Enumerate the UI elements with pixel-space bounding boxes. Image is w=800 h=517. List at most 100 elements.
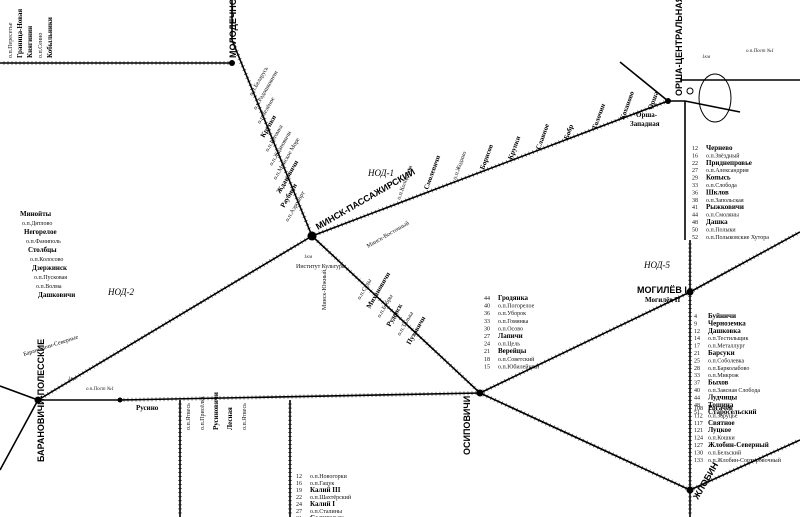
station-tick: [562, 138, 565, 143]
station-name: о.п.Кошки: [708, 436, 735, 442]
station-name: о.п.Пусковая: [34, 275, 67, 281]
station-km: 48: [692, 220, 698, 226]
station-tick: [288, 182, 293, 185]
station-tick: [659, 304, 663, 308]
station-tick: [532, 150, 535, 155]
station-tick: [626, 459, 629, 463]
station-tick: [333, 225, 336, 230]
station-tick: [297, 204, 302, 207]
station-tick: [126, 344, 130, 348]
station-tick: [64, 381, 67, 386]
station-name: о.п.Микрож: [708, 373, 740, 379]
station-tick: [758, 456, 761, 461]
hub-dot-rusino: [117, 397, 123, 403]
station-name: Тощица: [708, 401, 734, 409]
station-tick: [509, 158, 512, 163]
station-km: 50: [692, 227, 698, 233]
station-km: 29: [692, 176, 698, 182]
station-name: о.п.Гацук: [310, 481, 334, 487]
station-name: о.п.Уборок: [498, 310, 526, 317]
station-tick: [558, 140, 561, 145]
station-tick: [498, 162, 501, 167]
station-tick: [607, 450, 611, 455]
station-name: о.п.Металлург: [708, 344, 746, 350]
station-tick: [749, 257, 752, 261]
station-tick: [269, 259, 272, 263]
station-tick: [618, 455, 622, 460]
station-tick: [466, 380, 470, 384]
station-km: 12: [296, 474, 302, 480]
station-tick: [751, 459, 754, 464]
station-tick: [472, 385, 476, 390]
hub-label-mogilev2: Могилёв II: [645, 296, 681, 304]
station-name: о.п.Присёлка: [200, 396, 206, 430]
station-tick: [530, 414, 533, 419]
station-tick: [677, 482, 681, 487]
station-name: о.п.Гомянка: [498, 319, 529, 325]
hub-dot-osipovichi: [476, 389, 484, 397]
station-tick: [593, 443, 596, 448]
station-tick: [663, 302, 666, 307]
station-tick: [241, 275, 244, 280]
station-tick: [554, 141, 557, 146]
station-tick: [599, 124, 602, 129]
station-name: о.п.Сенно: [38, 33, 44, 58]
station-tick: [158, 325, 161, 330]
station-tick: [258, 265, 262, 269]
station-tick: [692, 486, 695, 491]
station-tick: [776, 448, 780, 452]
station-name: Смолевичи: [422, 154, 442, 191]
station-tick: [773, 449, 776, 454]
post-label-1: о.п.Пост №1: [86, 386, 114, 392]
station-tick: [717, 274, 720, 279]
station-tick: [558, 352, 561, 357]
station-name: о.п.Бельский: [708, 449, 742, 456]
station-tick: [519, 409, 522, 414]
station-tick: [291, 189, 296, 192]
station-km: 16: [692, 153, 698, 159]
station-tick: [640, 108, 643, 113]
station-tick: [541, 420, 544, 424]
station-tick: [500, 380, 503, 385]
station-tick: [648, 469, 651, 474]
hub-dot-molodechno: [229, 60, 235, 66]
station-tick: [351, 272, 355, 277]
station-km: 38: [692, 198, 698, 204]
station-tick: [756, 253, 759, 258]
station-km: 44: [694, 395, 700, 401]
station-km: 21: [694, 351, 700, 357]
station-name: о.п.Запольская: [706, 198, 744, 204]
station-name: о.п.Погорелое: [498, 304, 535, 310]
station-km: 15: [484, 364, 490, 370]
station-tick: [569, 347, 572, 352]
station-tick: [610, 120, 613, 125]
station-km: 52: [692, 235, 698, 241]
station-tick: [182, 310, 185, 315]
station-tick: [443, 358, 447, 362]
station-tick: [494, 164, 497, 169]
station-name: Негорелое: [24, 228, 57, 236]
station-name: Бобр: [562, 123, 575, 140]
station-tick: [244, 273, 248, 278]
station-tick: [588, 128, 591, 133]
station-tick: [595, 126, 598, 130]
station-tick: [463, 377, 467, 381]
station-tick: [339, 261, 344, 266]
station-tick: [696, 484, 699, 489]
station-tick: [569, 135, 572, 140]
station-tick: [137, 337, 140, 342]
station-tick: [692, 288, 695, 292]
station-tick: [577, 133, 580, 138]
station-km: 127: [694, 443, 703, 449]
